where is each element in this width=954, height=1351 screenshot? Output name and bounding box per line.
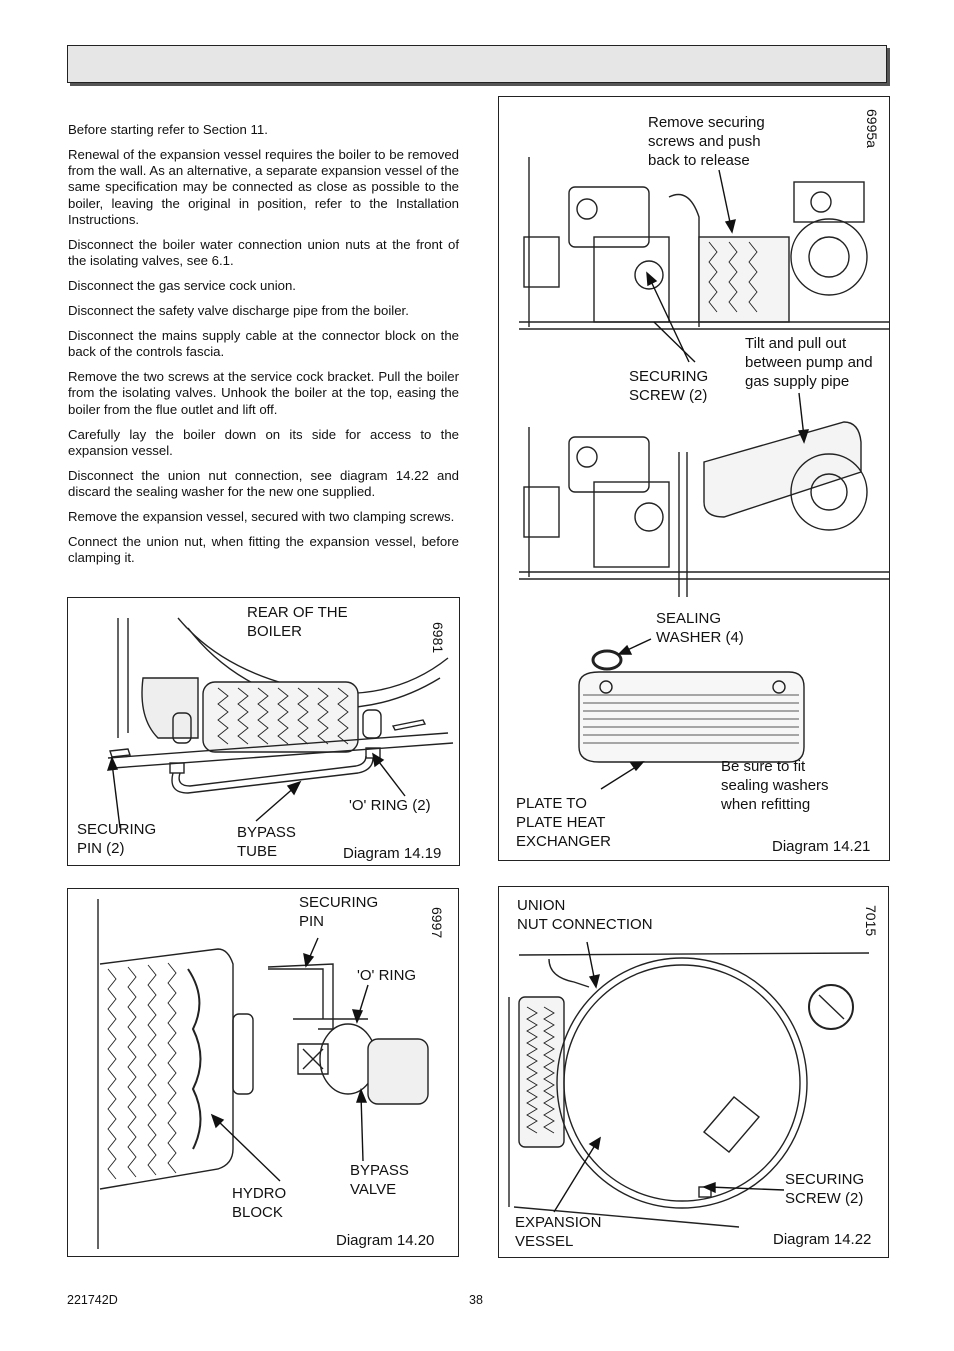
paragraph: Carefully lay the boiler down on its sid… (68, 426, 459, 458)
paragraph: Disconnect the union nut connection, see… (68, 467, 459, 500)
section-header-bar (67, 45, 887, 83)
diagram-14-20: SECURING PIN 6997 'O' RING BYPASS VALVE … (67, 888, 459, 1257)
union-nut-connection-label: UNION NUT CONNECTION (517, 897, 653, 933)
o-ring-label: 'O' RING (2) (349, 797, 431, 814)
figure-code: 7015 (863, 905, 879, 937)
diagram-14-19: REAR OF THE BOILER 6981 SECURING PIN (2)… (67, 597, 460, 866)
remove-screws-note: Remove securing screws and push back to … (648, 114, 765, 169)
diagram-caption: Diagram 14.22 (773, 1231, 872, 1248)
tilt-pull-note: Tilt and pull out between pump and gas s… (745, 335, 873, 390)
sealing-washer-label: SEALING WASHER (4) (656, 610, 744, 646)
plate-heat-exchanger-illustration (519, 157, 889, 790)
document-number: 221742D (67, 1293, 118, 1307)
paragraph: Connect the union nut, when fitting the … (68, 533, 459, 566)
paragraph: Disconnect the safety valve discharge pi… (68, 303, 409, 319)
figure-code: 6997 (429, 907, 445, 939)
paragraph: Disconnect the mains supply cable at the… (68, 327, 459, 360)
diagram-14-21: Remove securing screws and push back to … (498, 96, 890, 861)
paragraph: Remove the two screws at the service coc… (68, 369, 459, 417)
diagram-caption: Diagram 14.21 (772, 838, 871, 855)
securing-pin-label: SECURING PIN (299, 894, 379, 930)
securing-screw-label: SECURING SCREW (2) (785, 1171, 865, 1207)
figure-code: 6995a (864, 109, 880, 148)
hydro-block-bypass-valve-illustration (97, 899, 429, 1249)
heat-exchanger-bypass-illustration (106, 617, 454, 829)
diagram-caption: Diagram 14.19 (343, 845, 442, 862)
securing-pin-label: SECURING PIN (2) (77, 821, 157, 857)
paragraph: Before starting refer to Section 11. (68, 122, 268, 137)
paragraph: Disconnect the gas service cock union. (68, 278, 296, 294)
paragraph: Renewal of the expansion vessel requires… (68, 146, 459, 228)
refit-note: Be sure to fit sealing washers when refi… (721, 758, 829, 813)
page-number: 38 (469, 1293, 483, 1307)
diagram-caption: Diagram 14.20 (336, 1232, 435, 1249)
expansion-vessel-illustration (508, 941, 870, 1228)
o-ring-label: 'O' RING (357, 967, 417, 984)
instructions-text: Before starting refer to Section 11. Ren… (68, 122, 459, 575)
bypass-tube-label: BYPASS TUBE (237, 824, 296, 860)
hydro-block-label: HYDRO BLOCK (232, 1185, 287, 1221)
rear-of-boiler-label: REAR OF THE BOILER (247, 604, 348, 640)
figure-code: 6981 (430, 622, 446, 654)
expansion-vessel-label: EXPANSION VESSEL (515, 1214, 602, 1250)
plate-heat-exchanger-label: PLATE TO PLATE HEAT EXCHANGER (516, 795, 612, 850)
paragraph: Remove the expansion vessel, secured wit… (68, 508, 455, 524)
securing-screw-label: SECURING SCREW (2) (629, 368, 709, 404)
paragraph: Disconnect the boiler water connection u… (68, 236, 459, 269)
diagram-14-22: UNION NUT CONNECTION 7015 SECURING SCREW… (498, 886, 889, 1258)
bypass-valve-label: BYPASS VALVE (350, 1162, 409, 1198)
